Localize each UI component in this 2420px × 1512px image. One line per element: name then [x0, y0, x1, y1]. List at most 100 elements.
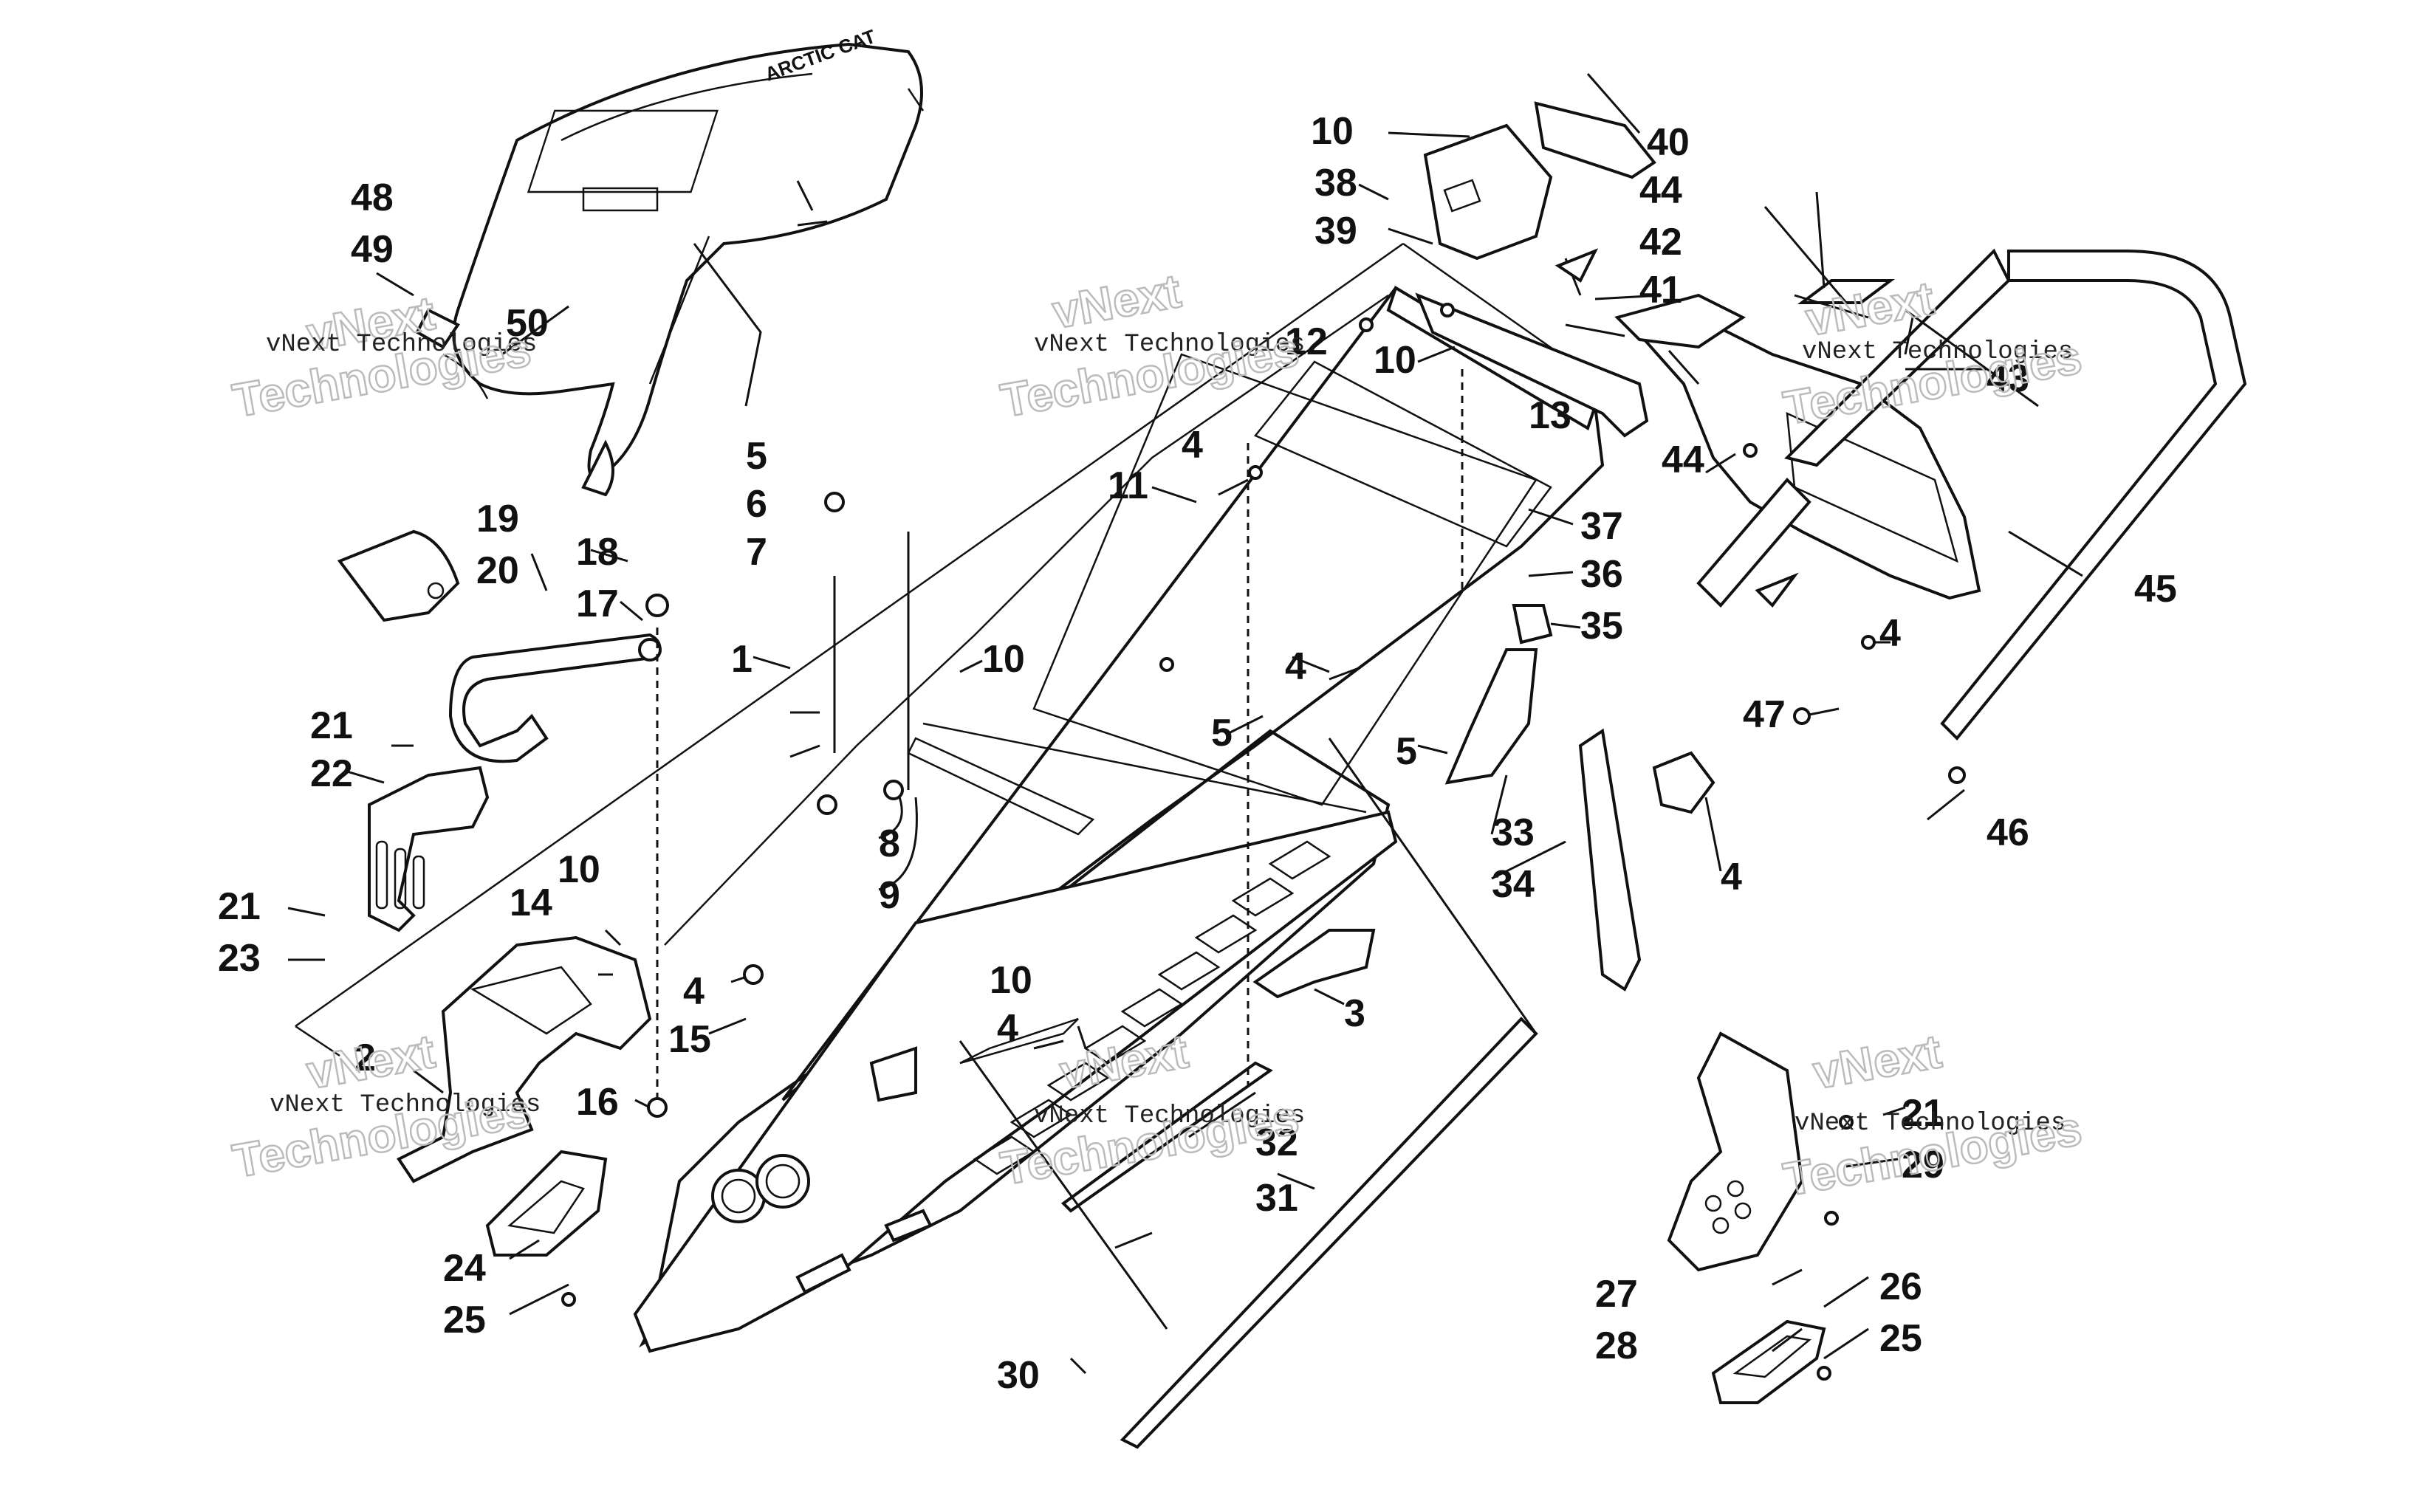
watermark-top-right: vNext vNext Technologies Technologies — [1779, 270, 2087, 436]
callout-20: 20 — [476, 549, 519, 592]
callout-4: 4 — [1182, 424, 1203, 467]
callout-28: 28 — [1595, 1324, 1638, 1367]
callout-44: 44 — [1662, 439, 1704, 481]
bracket-27 — [1667, 1031, 1804, 1272]
rod-34 — [1578, 728, 1715, 992]
watermark-text: vNext Technologies — [1034, 1102, 1305, 1130]
callout-24: 24 — [443, 1247, 486, 1290]
callout-47: 47 — [1743, 693, 1786, 736]
front-bracket-2 — [397, 935, 652, 1183]
watermark-text: vNext — [303, 1025, 439, 1099]
fastener-marks — [561, 248, 1966, 1381]
callout-50: 50 — [506, 302, 549, 345]
callout-43: 43 — [1987, 357, 2029, 400]
callout-29: 29 — [1902, 1144, 1944, 1186]
callout-8: 8 — [879, 822, 900, 865]
callout-33: 33 — [1492, 811, 1535, 854]
seat-part: ARCTIC CAT — [415, 25, 925, 497]
callout-15: 15 — [668, 1018, 711, 1061]
callout-2: 2 — [354, 1037, 376, 1079]
callout-7: 7 — [746, 531, 767, 574]
callout-11: 11 — [1108, 464, 1148, 507]
panel-22-part — [368, 766, 490, 932]
cut-guide-lines — [959, 738, 1538, 1330]
callout-35: 35 — [1580, 605, 1623, 647]
callout-21: 21 — [1902, 1092, 1944, 1135]
callout-3: 3 — [1344, 992, 1365, 1035]
callout-17: 17 — [576, 583, 619, 625]
bracket-39 — [1423, 123, 1553, 261]
callout-44: 44 — [1639, 169, 1682, 212]
callout-14: 14 — [510, 882, 552, 924]
watermark-text: vNext Technologies — [266, 331, 537, 359]
assembly-guide-lines — [656, 369, 1464, 1100]
callout-4: 4 — [1285, 645, 1306, 688]
watermark-bottom-right: vNext vNext Technologies Technologies — [1779, 1023, 2087, 1207]
watermark-text: vNext Technologies — [1034, 331, 1305, 359]
callout-23: 23 — [218, 937, 261, 980]
callout-38: 38 — [1314, 162, 1357, 205]
callout-13: 13 — [1529, 394, 1571, 437]
callout-labels: 1 2 3 4 4 4 4 4 4 5 5 5 6 7 8 9 10 10 10… — [218, 110, 2177, 1397]
callout-4: 4 — [997, 1007, 1018, 1050]
callout-36: 36 — [1580, 553, 1623, 596]
callout-12: 12 — [1285, 320, 1328, 363]
callout-18: 18 — [576, 531, 619, 574]
leader-lines — [287, 73, 2083, 1375]
tunnel-side-wall — [633, 810, 1398, 1353]
support-bracket-17 — [448, 633, 662, 763]
callout-10: 10 — [1311, 110, 1354, 153]
rear-bumper-45 — [1696, 248, 2247, 740]
bracket-3 — [1252, 929, 1376, 999]
callout-34: 34 — [1492, 863, 1535, 906]
flap-41 — [1614, 293, 1746, 349]
callout-4: 4 — [683, 970, 705, 1013]
callout-6: 6 — [746, 483, 767, 526]
upper-frame-13 — [1415, 292, 1649, 438]
footrest-26 — [1711, 1319, 1826, 1404]
callout-10: 10 — [990, 959, 1032, 1002]
callout-9: 9 — [879, 874, 900, 917]
callout-30: 30 — [997, 1354, 1040, 1397]
callout-39: 39 — [1314, 210, 1357, 252]
callout-4: 4 — [1879, 612, 1901, 655]
callout-19: 19 — [476, 498, 519, 540]
callout-10: 10 — [1374, 339, 1416, 382]
callout-22: 22 — [310, 752, 353, 795]
callout-41: 41 — [1639, 269, 1682, 312]
watermark-text: vNext Technologies — [270, 1091, 541, 1119]
callout-45: 45 — [2134, 568, 2177, 611]
callout-40: 40 — [1647, 121, 1690, 164]
callout-21: 21 — [310, 704, 353, 747]
footrest-24 — [485, 1150, 608, 1257]
watermark-text: vNext Technologies — [1802, 338, 2073, 366]
bracket-35 — [1512, 604, 1553, 645]
callout-37: 37 — [1580, 505, 1623, 548]
callout-46: 46 — [1987, 811, 2029, 854]
callout-32: 32 — [1255, 1121, 1298, 1164]
callout-49: 49 — [351, 228, 394, 271]
callout-10: 10 — [558, 848, 600, 891]
rail-32 — [1060, 1061, 1273, 1213]
callout-21: 21 — [218, 885, 261, 928]
watermark-text: vNext — [1809, 1025, 1945, 1099]
callout-48: 48 — [351, 176, 394, 219]
callout-27: 27 — [1595, 1273, 1638, 1316]
watermark-text: vNext — [1049, 264, 1185, 339]
plate-33 — [1444, 648, 1538, 785]
callout-25: 25 — [443, 1299, 486, 1341]
watermark-top-center: vNext vNext Technologies Technologies — [996, 263, 1306, 428]
callout-31: 31 — [1255, 1177, 1298, 1220]
callout-42: 42 — [1639, 221, 1682, 264]
callout-10: 10 — [982, 638, 1025, 681]
watermark-text: vNext Technologies — [1795, 1110, 2066, 1138]
callout-5: 5 — [1211, 712, 1233, 755]
callout-16: 16 — [576, 1081, 619, 1124]
panel-19-part — [337, 529, 460, 622]
cover-40 — [1534, 101, 1656, 179]
rod-31 — [1120, 1017, 1538, 1449]
callout-25: 25 — [1879, 1317, 1922, 1360]
callout-4: 4 — [1721, 856, 1742, 898]
callout-5: 5 — [746, 435, 767, 478]
